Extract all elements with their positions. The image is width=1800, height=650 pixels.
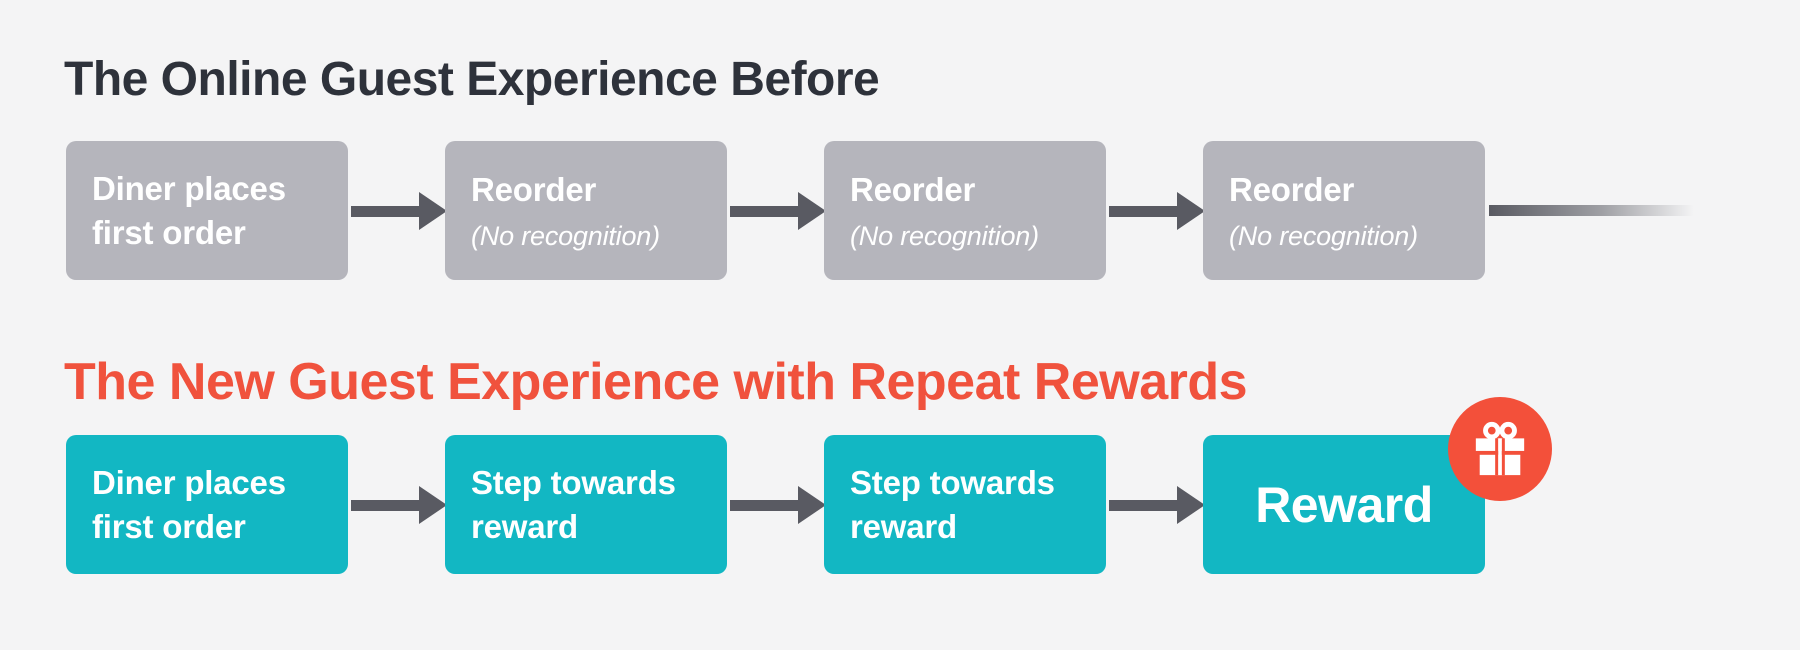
arrow-right-icon <box>1109 486 1205 524</box>
step-label-line2: first order <box>92 213 246 251</box>
step-label-line1: Step towards <box>850 463 1055 501</box>
before-section-title: The Online Guest Experience Before <box>64 53 880 106</box>
before-step-reorder-2: Reorder (No recognition) <box>824 141 1106 280</box>
after-step-first-order: Diner places first order <box>66 435 348 574</box>
step-label-line2: reward <box>850 507 958 545</box>
fading-continuation-line <box>1489 205 1694 216</box>
reward-label: Reward <box>1255 476 1433 533</box>
before-step-reorder-1: Reorder (No recognition) <box>445 141 727 280</box>
arrow-right-icon <box>351 486 447 524</box>
gift-icon <box>1475 421 1525 476</box>
step-label-line2: reward <box>471 507 579 545</box>
arrow-right-icon <box>730 486 826 524</box>
step-note: (No recognition) <box>1229 221 1418 251</box>
step-label: Reorder <box>1229 171 1355 208</box>
arrow-right-icon <box>351 192 447 230</box>
after-step-reward: Reward <box>1203 435 1485 574</box>
step-label-line1: Diner places <box>92 169 286 207</box>
step-note: (No recognition) <box>850 221 1039 251</box>
after-section-title: The New Guest Experience with Repeat Rew… <box>64 353 1248 411</box>
step-label-line1: Step towards <box>471 463 676 501</box>
after-step-towards-reward-1: Step towards reward <box>445 435 727 574</box>
step-label-line1: Diner places <box>92 463 286 501</box>
step-note: (No recognition) <box>471 221 660 251</box>
before-step-reorder-3: Reorder (No recognition) <box>1203 141 1485 280</box>
after-step-towards-reward-2: Step towards reward <box>824 435 1106 574</box>
arrow-right-icon <box>1109 192 1205 230</box>
arrow-right-icon <box>730 192 826 230</box>
step-label: Reorder <box>850 171 976 208</box>
reward-badge <box>1448 397 1552 501</box>
step-label-line2: first order <box>92 507 246 545</box>
before-step-first-order: Diner places first order <box>66 141 348 280</box>
step-label: Reorder <box>471 171 597 208</box>
